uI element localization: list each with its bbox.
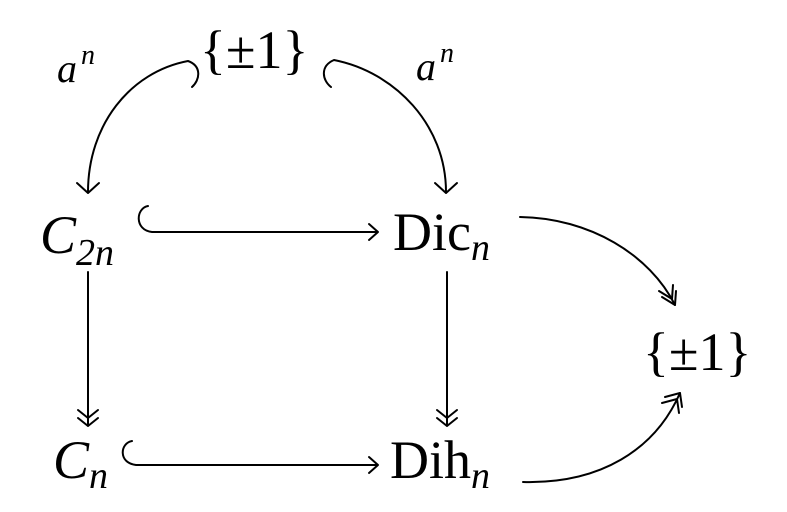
node-dihn-base: Dih	[390, 430, 471, 490]
node-dihn: Dihn	[390, 430, 490, 497]
node-dicn: Dicn	[393, 202, 490, 269]
node-c2n: C2n	[40, 205, 114, 274]
node-dicn-base: Dic	[393, 202, 471, 262]
node-c2n-base: C	[40, 205, 77, 265]
arrow-cn-to-dihn	[121, 440, 379, 474]
arrow-top-to-c2n	[76, 60, 200, 194]
node-c2n-sub: 2n	[76, 232, 114, 274]
node-cn-sub: n	[89, 455, 108, 497]
arrow-dihn-to-pm1	[522, 392, 683, 484]
label-left-an-base: a	[57, 46, 77, 91]
label-right-an-sup: n	[440, 38, 454, 69]
node-cn-base: C	[53, 430, 90, 490]
arrow-dicn-to-dihn	[436, 271, 458, 427]
arrow-top-to-dicn	[322, 59, 458, 194]
node-top-pm1: {±1}	[200, 20, 308, 80]
arrow-dicn-to-pm1	[519, 216, 677, 306]
node-dihn-sub: n	[471, 455, 490, 497]
node-right-pm1: {±1}	[643, 322, 751, 382]
arrow-c2n-to-dicn	[137, 205, 379, 241]
arrow-c2n-to-cn	[77, 271, 99, 427]
node-cn: Cn	[53, 430, 108, 497]
label-left-an-sup: n	[81, 40, 95, 71]
node-dicn-sub: n	[471, 227, 490, 269]
label-right-an-base: a	[416, 44, 436, 89]
